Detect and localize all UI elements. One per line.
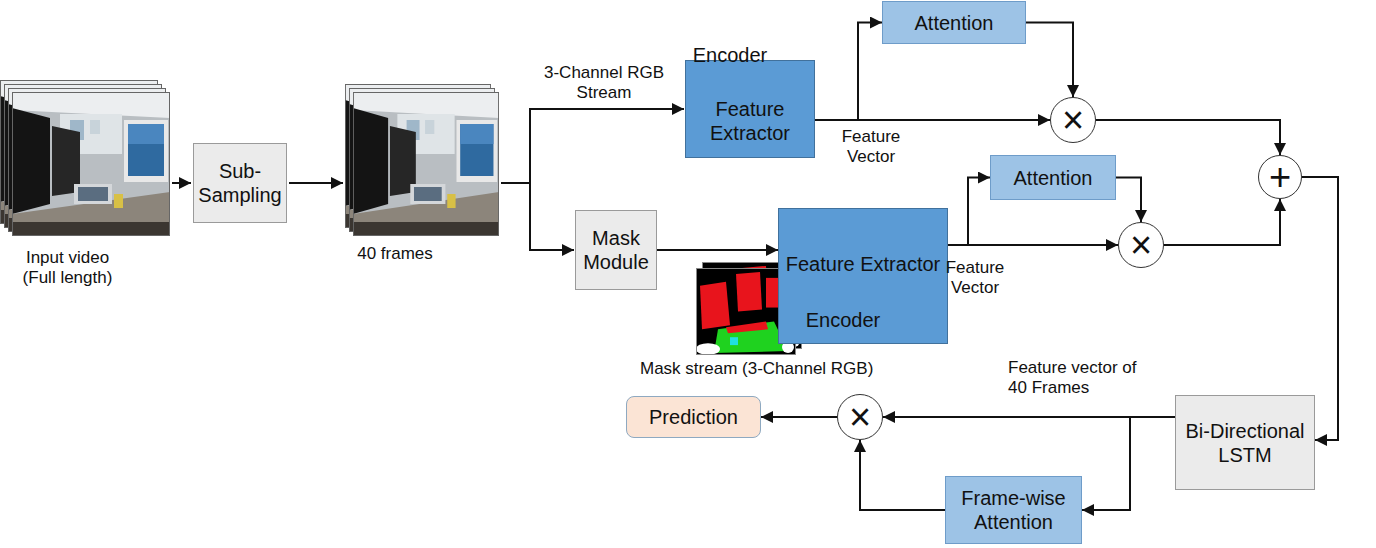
operator-symbol: × [849, 398, 871, 436]
connector-arrow [1082, 417, 1175, 510]
drawing-part [172, 182, 191, 184]
drawing-part [353, 92, 499, 236]
box-label: Bi-Directional LSTM [1180, 419, 1310, 467]
box-label: Mask Module [580, 226, 652, 274]
connector-arrow [761, 416, 837, 418]
annotation-label: Mask stream (3-Channel RGB) [640, 359, 880, 379]
connector-arrow [1096, 120, 1280, 155]
box-label: Frame-wise Attention [950, 486, 1077, 534]
box-label: Attention [1014, 166, 1093, 190]
annotation-label: Feature Vector [932, 258, 1018, 297]
process-box: Sub- Sampling [193, 143, 287, 223]
multiply-node: × [1050, 97, 1096, 143]
encoder-box: EncoderFeature Extractor [685, 60, 815, 158]
annotation-label: Input video (Full length) [10, 248, 125, 287]
lstm-box: Bi-Directional LSTM [1175, 395, 1315, 490]
box-label: Attention [915, 11, 994, 35]
annotation-label: 40 frames [340, 244, 450, 264]
connector-arrow [1026, 23, 1073, 98]
connector-arrow [860, 440, 945, 510]
connector-arrow [657, 249, 778, 251]
connector-arrow [815, 119, 1050, 121]
box-label: Prediction [649, 405, 738, 429]
connector-arrow [948, 244, 1118, 246]
attention-box: Frame-wise Attention [945, 476, 1082, 544]
drawing-part [12, 92, 170, 236]
encoder-label: Encoder [806, 308, 881, 332]
encoder-label: Encoder [693, 43, 768, 67]
connector-arrow [815, 23, 882, 121]
operator-symbol: + [1269, 158, 1291, 196]
multiply-node: × [837, 394, 883, 440]
connector-arrow [1116, 178, 1141, 223]
drawing-part [530, 183, 574, 250]
annotation-label: Feature Vector [826, 127, 916, 166]
input-video-stack [0, 80, 170, 236]
multiply-node: × [1118, 222, 1164, 268]
connector-arrow [948, 178, 990, 246]
operator-symbol: × [1062, 101, 1084, 139]
connector-arrow [1164, 199, 1280, 245]
sampled-frames-stack [345, 84, 499, 236]
annotation-label: 3-Channel RGB Stream [538, 63, 670, 102]
operator-symbol: × [1130, 226, 1152, 264]
process-box: Mask Module [575, 210, 657, 290]
box-label: Feature Extractor [692, 97, 808, 145]
drawing-part [501, 109, 684, 183]
attention-box: Attention [990, 155, 1116, 200]
sum-node: + [1258, 155, 1302, 199]
output-box: Prediction [626, 396, 761, 438]
encoder-box: Feature ExtractorEncoder [778, 208, 948, 344]
drawing-part [289, 182, 343, 184]
annotation-label: Feature vector of 40 Frames [1008, 358, 1158, 397]
box-label: Feature Extractor [786, 252, 941, 276]
attention-box: Attention [882, 1, 1026, 44]
box-label: Sub- Sampling [198, 159, 282, 207]
